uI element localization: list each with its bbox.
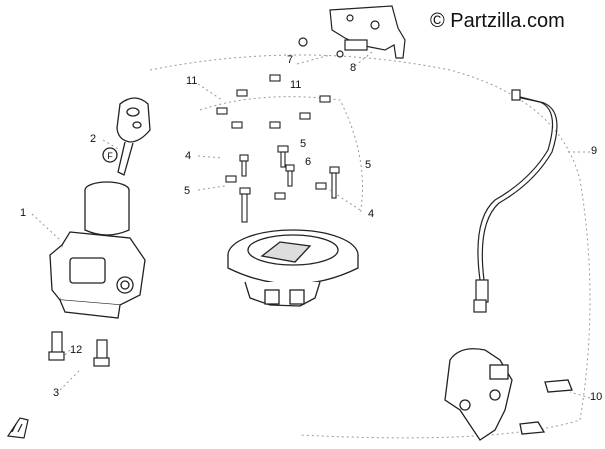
fuel-tank-cap bbox=[227, 229, 359, 307]
shear-bolts bbox=[48, 331, 110, 367]
callout-8: 8 bbox=[350, 62, 357, 74]
callout-3: 3 bbox=[53, 387, 60, 399]
callout-9: 9 bbox=[591, 145, 598, 157]
mounting-screws bbox=[216, 74, 340, 223]
callout-12: 12 bbox=[70, 344, 83, 356]
callout-11b: 11 bbox=[290, 79, 302, 91]
callout-4a: 4 bbox=[185, 150, 192, 162]
seat-lock-assembly bbox=[444, 348, 573, 441]
ignition-switch bbox=[49, 181, 146, 319]
callout-5c: 5 bbox=[365, 159, 372, 171]
callout-1: 1 bbox=[20, 207, 27, 219]
copyright-watermark: © Partzilla.com bbox=[430, 10, 565, 32]
ignition-key bbox=[102, 97, 151, 176]
callout-2: 2 bbox=[90, 133, 97, 145]
callout-7: 7 bbox=[287, 54, 294, 66]
key-letter: F bbox=[107, 151, 113, 161]
lock-bracket bbox=[298, 5, 406, 59]
callout-10: 10 bbox=[590, 391, 603, 403]
release-cable bbox=[473, 89, 558, 313]
catalog-logo bbox=[6, 417, 29, 439]
callout-5b: 5 bbox=[300, 138, 307, 150]
callout-6: 6 bbox=[305, 156, 312, 168]
callout-5a: 5 bbox=[184, 185, 191, 197]
callout-11a: 11 bbox=[186, 75, 198, 87]
callout-4b: 4 bbox=[368, 208, 375, 220]
